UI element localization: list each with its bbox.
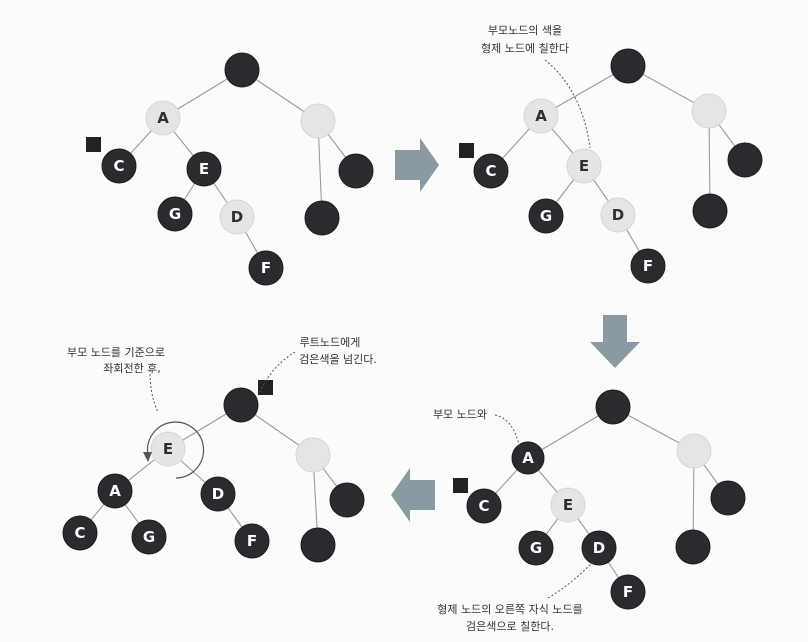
step4-node-a xyxy=(97,473,133,509)
step3-node-label-a: A xyxy=(522,449,534,467)
step1-node-s xyxy=(300,103,336,139)
step1-node-a xyxy=(145,100,181,136)
down-arrow-icon xyxy=(590,315,640,368)
step3-node-label-d: D xyxy=(593,539,605,557)
step3-node-label-e: E xyxy=(563,496,573,514)
step1-node-label-e: E xyxy=(199,160,209,178)
step2-node-label-e: E xyxy=(579,157,589,175)
step4-node-g xyxy=(131,519,167,555)
step3-node-r2 xyxy=(675,529,711,565)
nodes-layer: A C E G D F A C E G D F A C E G D F E A D C G F xyxy=(62,48,763,610)
step1-node-label-a: A xyxy=(157,109,169,127)
step1-node-label-g: G xyxy=(169,205,181,223)
step2-node-label-d: D xyxy=(612,206,624,224)
note-step3-line1: 형제 노드의 오른쪽 자식 노드를 xyxy=(437,603,583,616)
step2-node-a xyxy=(523,98,559,134)
nil-marker-step3 xyxy=(453,478,468,493)
step3-node-a xyxy=(511,441,545,475)
step4-node-c xyxy=(62,515,98,551)
rotation-arc-icon xyxy=(146,421,205,479)
step4-node-label-e: E xyxy=(163,440,173,458)
callout-step4-rotate xyxy=(149,369,159,413)
step2-node-label-g: G xyxy=(540,207,552,225)
step4-node-root xyxy=(223,387,259,423)
step3-node-f xyxy=(610,574,646,610)
step3-node-d xyxy=(581,530,617,566)
step2-node-g xyxy=(528,198,564,234)
step1-node-label-d: D xyxy=(231,208,243,226)
step4-node-s xyxy=(295,437,331,473)
nil-marker-step4 xyxy=(258,380,273,395)
step3-node-label-g: G xyxy=(530,539,542,557)
note-step2-line2: 형제 노드에 칠한다 xyxy=(481,42,569,55)
step2-node-label-c: C xyxy=(485,162,496,180)
step2-node-r2 xyxy=(692,193,728,229)
step2-node-label-a: A xyxy=(535,107,547,125)
note-step4-rotate-line2: 좌회전한 후, xyxy=(103,362,161,375)
step4-node-e xyxy=(150,431,186,467)
step2-node-root xyxy=(610,48,646,84)
step2-node-label-f: F xyxy=(643,257,653,275)
step4-node-label-a: A xyxy=(109,482,121,500)
step4-node-label-g: G xyxy=(143,528,155,546)
note-step4-root-line1: 루트노드에게 xyxy=(300,336,361,349)
step3-node-label-c: C xyxy=(478,497,489,515)
nil-marker-step2 xyxy=(459,143,474,158)
step2-node-e xyxy=(566,148,602,184)
left-arrow-icon xyxy=(391,468,435,522)
step1-node-label-c: C xyxy=(113,157,124,175)
nil-marker-step1 xyxy=(86,137,101,152)
step2-node-f xyxy=(630,248,666,284)
step1-node-r1 xyxy=(338,153,374,189)
note-step3-parent: 부모 노드와 xyxy=(433,408,487,421)
callout-step3-child xyxy=(547,559,596,599)
step3-node-r1 xyxy=(710,480,746,516)
step4-node-label-d: D xyxy=(212,485,224,503)
step1-node-f xyxy=(248,250,284,286)
step2-node-d xyxy=(600,197,636,233)
callout-step3-parent xyxy=(494,414,521,449)
note-step4-rotate-line1: 부모 노드를 기준으로 xyxy=(67,346,165,359)
step1-node-root xyxy=(224,52,260,88)
note-step3-line2: 검은색으로 칠한다. xyxy=(466,620,554,633)
step3-node-root xyxy=(595,389,631,425)
rotation-arrowhead-icon xyxy=(143,452,152,462)
right-arrow-icon xyxy=(395,138,439,192)
step1-node-d xyxy=(219,199,255,235)
step4-node-d xyxy=(200,476,236,512)
note-step2-line1: 부모노드의 색을 xyxy=(488,24,562,37)
step2-node-r1 xyxy=(727,142,763,178)
edges-layer xyxy=(79,65,746,593)
step1-node-label-f: F xyxy=(261,259,271,277)
step3-node-c xyxy=(466,488,502,524)
step1-node-r2 xyxy=(304,200,340,236)
step1-node-c xyxy=(101,148,137,184)
step1-node-g xyxy=(157,196,193,232)
step4-node-r2 xyxy=(300,527,336,563)
note-step4-root-line2: 검은색을 넘긴다. xyxy=(299,353,377,366)
step4-node-label-f: F xyxy=(247,532,257,550)
step3-node-label-f: F xyxy=(623,583,633,601)
step2-node-s xyxy=(691,93,727,129)
callout-step2 xyxy=(544,59,591,149)
step3-node-e xyxy=(550,487,586,523)
step1-node-e xyxy=(186,151,222,187)
callout-step4-root xyxy=(259,351,296,393)
step4-node-r1 xyxy=(329,482,365,518)
step4-node-label-c: C xyxy=(74,524,85,542)
step3-node-g xyxy=(518,530,554,566)
step4-node-f xyxy=(234,523,270,559)
step2-node-c xyxy=(473,153,509,189)
step3-node-s xyxy=(676,433,712,469)
